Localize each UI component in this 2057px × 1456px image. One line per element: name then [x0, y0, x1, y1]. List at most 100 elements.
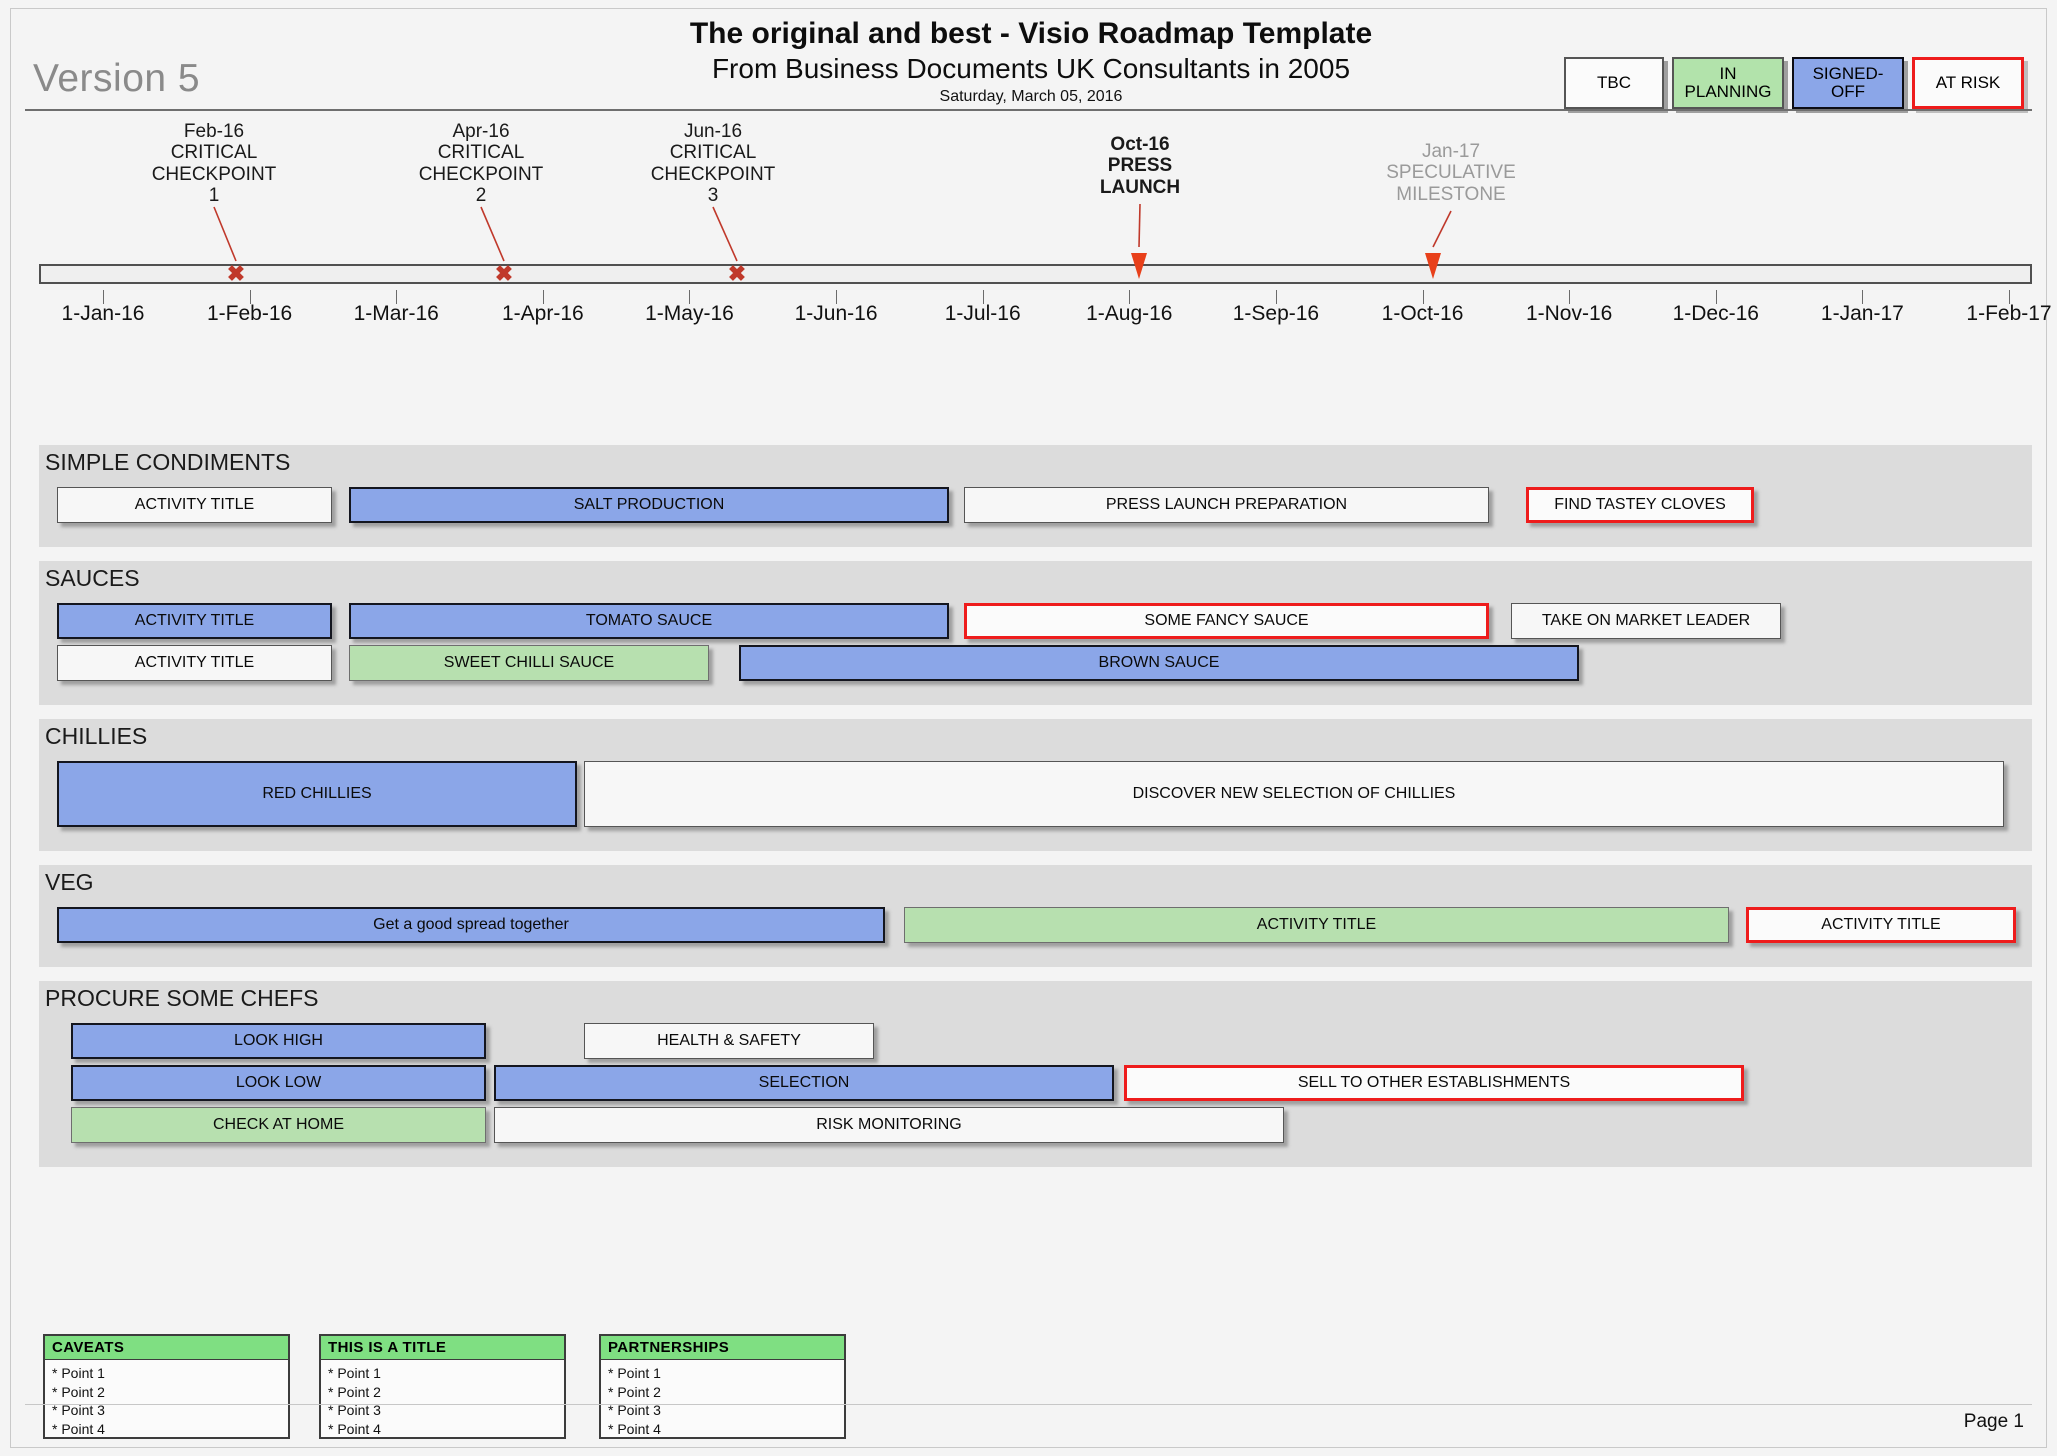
swimlane: PROCURE SOME CHEFS LOOK HIGH HEALTH & SAFE… — [39, 981, 2032, 1167]
swimlane-title: VEG — [45, 869, 94, 895]
note-point: * Point 1 — [52, 1365, 105, 1381]
activity-bar[interactable]: SALT PRODUCTION — [349, 487, 949, 523]
activity-bar[interactable]: BROWN SAUCE — [739, 645, 1579, 681]
page-subtitle: From Business Documents UK Consultants i… — [711, 52, 1351, 84]
timeline-tick — [1715, 290, 1717, 304]
activity-bar-label: SELL TO OTHER ESTABLISHMENTS — [1297, 1074, 1571, 1091]
milestone-x-marker[interactable]: ✖ — [727, 261, 747, 286]
timeline-bar[interactable] — [39, 264, 2032, 284]
title-block: The original and best - Visio Roadmap Te… — [531, 17, 1531, 106]
timeline-date-label: 1-May-16 — [645, 302, 734, 325]
legend-chip-risk[interactable]: AT RISK — [1912, 57, 2024, 109]
timeline-tick — [103, 290, 104, 304]
activity-bar-label: BROWN SAUCE — [1098, 654, 1220, 671]
activity-bar[interactable]: ACTIVITY TITLE — [57, 603, 332, 639]
activity-bar[interactable]: SELL TO OTHER ESTABLISHMENTS — [1124, 1065, 1744, 1101]
milestone-date: Jun-16 — [683, 121, 743, 142]
milestone-text-line: MILESTONE — [1396, 183, 1506, 205]
activity-bar-label: TOMATO SAUCE — [585, 612, 713, 629]
note-box-body: * Point 1* Point 2* Point 3* Point 4 — [601, 1360, 844, 1444]
timeline-tick — [249, 290, 251, 304]
activity-bar[interactable]: LOOK LOW — [71, 1065, 486, 1101]
activity-bar[interactable]: ACTIVITY TITLE — [904, 907, 1729, 943]
activity-bar[interactable]: PRESS LAUNCH PREPARATION — [964, 487, 1489, 523]
milestone-text-line: CHECKPOINT — [151, 163, 277, 185]
activity-bar-label: ACTIVITY TITLE — [134, 496, 255, 513]
note-box-body: * Point 1* Point 2* Point 3* Point 4 — [321, 1360, 564, 1444]
timeline-tick — [1862, 290, 1864, 304]
activity-bar-label: LOOK HIGH — [234, 1032, 323, 1049]
activity-bar[interactable]: CHECK AT HOME — [71, 1107, 486, 1143]
activity-bar-label: ACTIVITY TITLE — [134, 654, 255, 671]
activity-bar-label: Get a good spread together — [373, 916, 569, 933]
milestone-date: Feb-16 — [183, 121, 245, 142]
timeline-date-label: 1-Feb-16 — [207, 302, 293, 325]
activity-bar[interactable]: HEALTH & SAFETY — [584, 1023, 874, 1059]
activity-bar-label: RISK MONITORING — [816, 1116, 962, 1133]
note-point: * Point 4 — [328, 1420, 381, 1437]
milestone-arrow-marker[interactable] — [1129, 253, 1149, 283]
timeline-tick — [1129, 290, 1131, 304]
milestone-text-line: CHECKPOINT — [418, 163, 544, 185]
note-point: * Point 4 — [608, 1420, 661, 1437]
milestone-leader-line — [213, 206, 237, 262]
activity-bar[interactable]: RISK MONITORING — [494, 1107, 1284, 1143]
timeline-tick — [982, 290, 984, 304]
milestone-arrow-marker[interactable] — [1423, 253, 1443, 283]
activity-bar[interactable]: ACTIVITY TITLE — [1746, 907, 2016, 943]
swimlane-title: PROCURE SOME CHEFS — [45, 985, 319, 1011]
activity-bar-label: HEALTH & SAFETY — [657, 1032, 801, 1049]
milestone-x-marker[interactable]: ✖ — [226, 261, 246, 286]
activity-bar[interactable]: SWEET CHILLI SAUCE — [349, 645, 709, 681]
timeline-tick — [689, 290, 691, 304]
activity-bar[interactable]: RED CHILLIES — [57, 761, 577, 827]
activity-bar[interactable]: SELECTION — [494, 1065, 1114, 1101]
timeline-tick — [1569, 290, 1571, 304]
activity-bar[interactable]: FIND TASTEY CLOVES — [1526, 487, 1754, 523]
activity-bar[interactable]: LOOK HIGH — [71, 1023, 486, 1059]
legend-chip-signed[interactable]: SIGNED-OFF — [1792, 57, 1904, 109]
legend-chip-label: IN PLANNING — [1684, 64, 1772, 101]
note-box[interactable]: CAVEATS* Point 1* Point 2* Point 3* Poin… — [43, 1334, 290, 1439]
timeline-date-label: 1-Feb-17 — [1966, 302, 2052, 325]
activity-bar[interactable]: SOME FANCY SAUCE — [964, 603, 1489, 639]
activity-bar[interactable]: Get a good spread together — [57, 907, 885, 943]
milestone-leader-line — [712, 206, 738, 262]
activity-bar[interactable]: ACTIVITY TITLE — [57, 487, 332, 523]
milestone-text-line: SPECULATIVE — [1386, 162, 1516, 184]
activity-bar-label: ACTIVITY TITLE — [1256, 916, 1377, 933]
activity-bar-label: SOME FANCY SAUCE — [1144, 612, 1309, 629]
milestone-text-line: LAUNCH — [1099, 176, 1181, 198]
timeline-date-label: 1-Jan-16 — [61, 302, 145, 325]
timeline-date-label: 1-Oct-16 — [1381, 302, 1464, 325]
timeline-date-label: 1-Jan-17 — [1820, 302, 1904, 325]
timeline-tick — [2009, 290, 2010, 304]
activity-bar[interactable]: TAKE ON MARKET LEADER — [1511, 603, 1781, 639]
activity-bar-label: PRESS LAUNCH PREPARATION — [1105, 496, 1348, 513]
timeline-tick — [542, 290, 544, 304]
milestone-text-line: CRITICAL — [170, 142, 258, 164]
legend-chip-plan[interactable]: IN PLANNING — [1672, 57, 1784, 109]
activity-bar[interactable]: ACTIVITY TITLE — [57, 645, 332, 681]
timeline-date-label: 1-Jul-16 — [944, 302, 1021, 325]
legend-chip-tbc[interactable]: TBC — [1564, 57, 1664, 109]
timeline-date-label: 1-Nov-16 — [1525, 302, 1613, 325]
activity-bar[interactable]: TOMATO SAUCE — [349, 603, 949, 639]
milestone-x-marker[interactable]: ✖ — [494, 261, 514, 286]
page-date: Saturday, March 05, 2016 — [939, 88, 1123, 106]
note-point: * Point 2 — [52, 1383, 105, 1400]
activity-bar-label: SWEET CHILLI SAUCE — [443, 654, 615, 671]
note-box[interactable]: THIS IS A TITLE* Point 1* Point 2* Point… — [319, 1334, 566, 1439]
timeline-date-label: 1-Sep-16 — [1232, 302, 1320, 325]
milestone-text-line: 2 — [475, 184, 487, 206]
footer-divider — [25, 1404, 2032, 1405]
activity-bar[interactable]: DISCOVER NEW SELECTION OF CHILLIES — [584, 761, 2004, 827]
note-box[interactable]: PARTNERSHIPS* Point 1* Point 2* Point 3*… — [599, 1334, 846, 1439]
note-box-body: * Point 1* Point 2* Point 3* Point 4 — [45, 1360, 288, 1444]
